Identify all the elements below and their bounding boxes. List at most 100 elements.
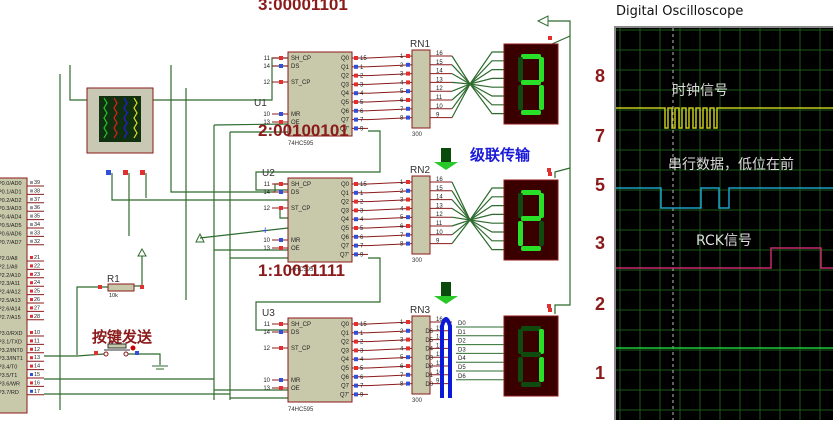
- pin-number: 1: [360, 65, 364, 71]
- mcu-pin-name: P0.0/AD0: [0, 181, 22, 187]
- wire: [451, 207, 504, 221]
- segment-f: [518, 193, 523, 218]
- resistor-body: [107, 283, 135, 292]
- pin-state: [30, 231, 33, 235]
- pin-state: [30, 256, 33, 259]
- mcu-pin-number: 21: [34, 255, 40, 261]
- mcu-pin-number: 34: [34, 222, 40, 228]
- pin-state: [279, 330, 283, 334]
- chip-ref: U3: [262, 308, 275, 319]
- chip-body: [287, 177, 353, 263]
- pin-name: ST_CP: [291, 80, 310, 86]
- pin-line: [367, 190, 413, 194]
- mcu-pin-name: P0.6/AD6: [0, 231, 22, 237]
- pin-number: 15: [360, 56, 367, 62]
- bus-label: D0: [458, 321, 466, 327]
- pin-state: [406, 71, 410, 76]
- pin-name: OE: [291, 120, 300, 126]
- pin-name: Q1: [341, 65, 350, 71]
- pin-state: [354, 243, 358, 248]
- push-button-state: [130, 345, 136, 351]
- pin-state: [354, 374, 358, 379]
- pin-name: MR: [291, 112, 301, 118]
- channel-number-3: 3: [595, 233, 606, 253]
- power-icon: [137, 247, 147, 257]
- mcu-pin-number: 26: [34, 297, 40, 303]
- pin-number: 13: [263, 246, 270, 252]
- pin-number: 14: [436, 335, 443, 341]
- wire: [451, 190, 504, 221]
- wire: [134, 256, 143, 287]
- mcu-pin-name: P0.4/AD4: [0, 215, 22, 221]
- pin-state: [30, 381, 33, 385]
- pin-number: 11: [264, 182, 271, 188]
- pin-number: 13: [263, 386, 270, 392]
- pin-name: ST_CP: [291, 206, 310, 212]
- resistor-ref: R1: [107, 274, 120, 285]
- mcu-pin-name: P2.3/A11: [0, 281, 20, 287]
- mcu-pin-number: 10: [34, 330, 40, 336]
- cascade-label: 级联传输: [470, 146, 531, 164]
- pin-state: [548, 36, 552, 40]
- segment-c: [539, 357, 544, 382]
- pin-state: [406, 98, 410, 102]
- mcu-pin-number: 39: [34, 180, 40, 186]
- pin-state: [406, 106, 410, 111]
- pin-state: [354, 190, 358, 195]
- resistor-value: 10k: [109, 293, 118, 299]
- wire: [451, 77, 504, 85]
- push-button: [94, 343, 139, 357]
- pin-number: 1: [400, 54, 404, 60]
- rck-signal-label: RCK信号: [696, 233, 752, 249]
- mcu-pin-number: 22: [34, 263, 40, 269]
- pin-name: Q6: [341, 109, 350, 115]
- pin-number: 1: [400, 180, 404, 186]
- oscilloscope-title: Digital Oscilloscope: [616, 4, 744, 19]
- pin-number: 2: [400, 329, 404, 335]
- pin-name: Q5: [341, 366, 350, 372]
- chip-header-value: 3:00001101: [258, 0, 348, 14]
- wire: [279, 210, 288, 219]
- serial-data-label: 串行数据，低位在前: [668, 157, 794, 173]
- pin-number: 13: [436, 77, 443, 83]
- pin-state: [135, 351, 139, 355]
- pin-name: Q6: [341, 235, 350, 241]
- pin-line: [367, 207, 413, 211]
- mcu-pin-name: P3.3/INT1: [0, 356, 23, 362]
- pin-number: 6: [400, 98, 404, 104]
- pin-number: 11: [436, 221, 443, 227]
- pin-state: [406, 215, 410, 220]
- pin-state: [406, 355, 410, 360]
- pin-number: 14: [436, 195, 443, 201]
- pin-name: Q5: [341, 226, 350, 232]
- pin-name: Q7: [341, 244, 350, 250]
- oscilloscope-screen: 时钟信号 串行数据，低位在前 RCK信号: [614, 26, 833, 420]
- pin-number: 9: [436, 239, 440, 245]
- segment-g: [521, 216, 541, 221]
- pin-state: [548, 172, 552, 176]
- pin-state: [406, 372, 410, 377]
- pin-state: [406, 197, 410, 202]
- pin-number: 5: [400, 215, 404, 221]
- digital-oscilloscope-window: Digital Oscilloscope 时钟信号 串行数据，低位在前 RCK信…: [610, 0, 833, 420]
- mcu-pin-number: 12: [34, 347, 40, 353]
- mcu-pin-name: P0.7/AD7: [0, 240, 22, 246]
- bus-label: D0: [425, 382, 433, 388]
- pin-name: Q7': [340, 252, 349, 258]
- pin-name: SH_CP: [291, 322, 311, 328]
- chip-part: 74HC595: [288, 141, 314, 147]
- pin-state: [279, 120, 283, 124]
- pin-name: Q0: [341, 182, 350, 188]
- pin-number: 7: [360, 118, 364, 124]
- bus-label: D3: [425, 355, 433, 361]
- mcu-pin-name: P3.0/RXD: [0, 331, 22, 337]
- pin-number: 15: [360, 322, 367, 328]
- pin-state: [30, 339, 33, 343]
- mcu-pin-number: 32: [34, 239, 40, 245]
- channel-number-1: 1: [595, 363, 606, 383]
- pin-state: [30, 272, 33, 276]
- channel-number-2: 2: [595, 294, 606, 314]
- pin-state: [354, 252, 358, 257]
